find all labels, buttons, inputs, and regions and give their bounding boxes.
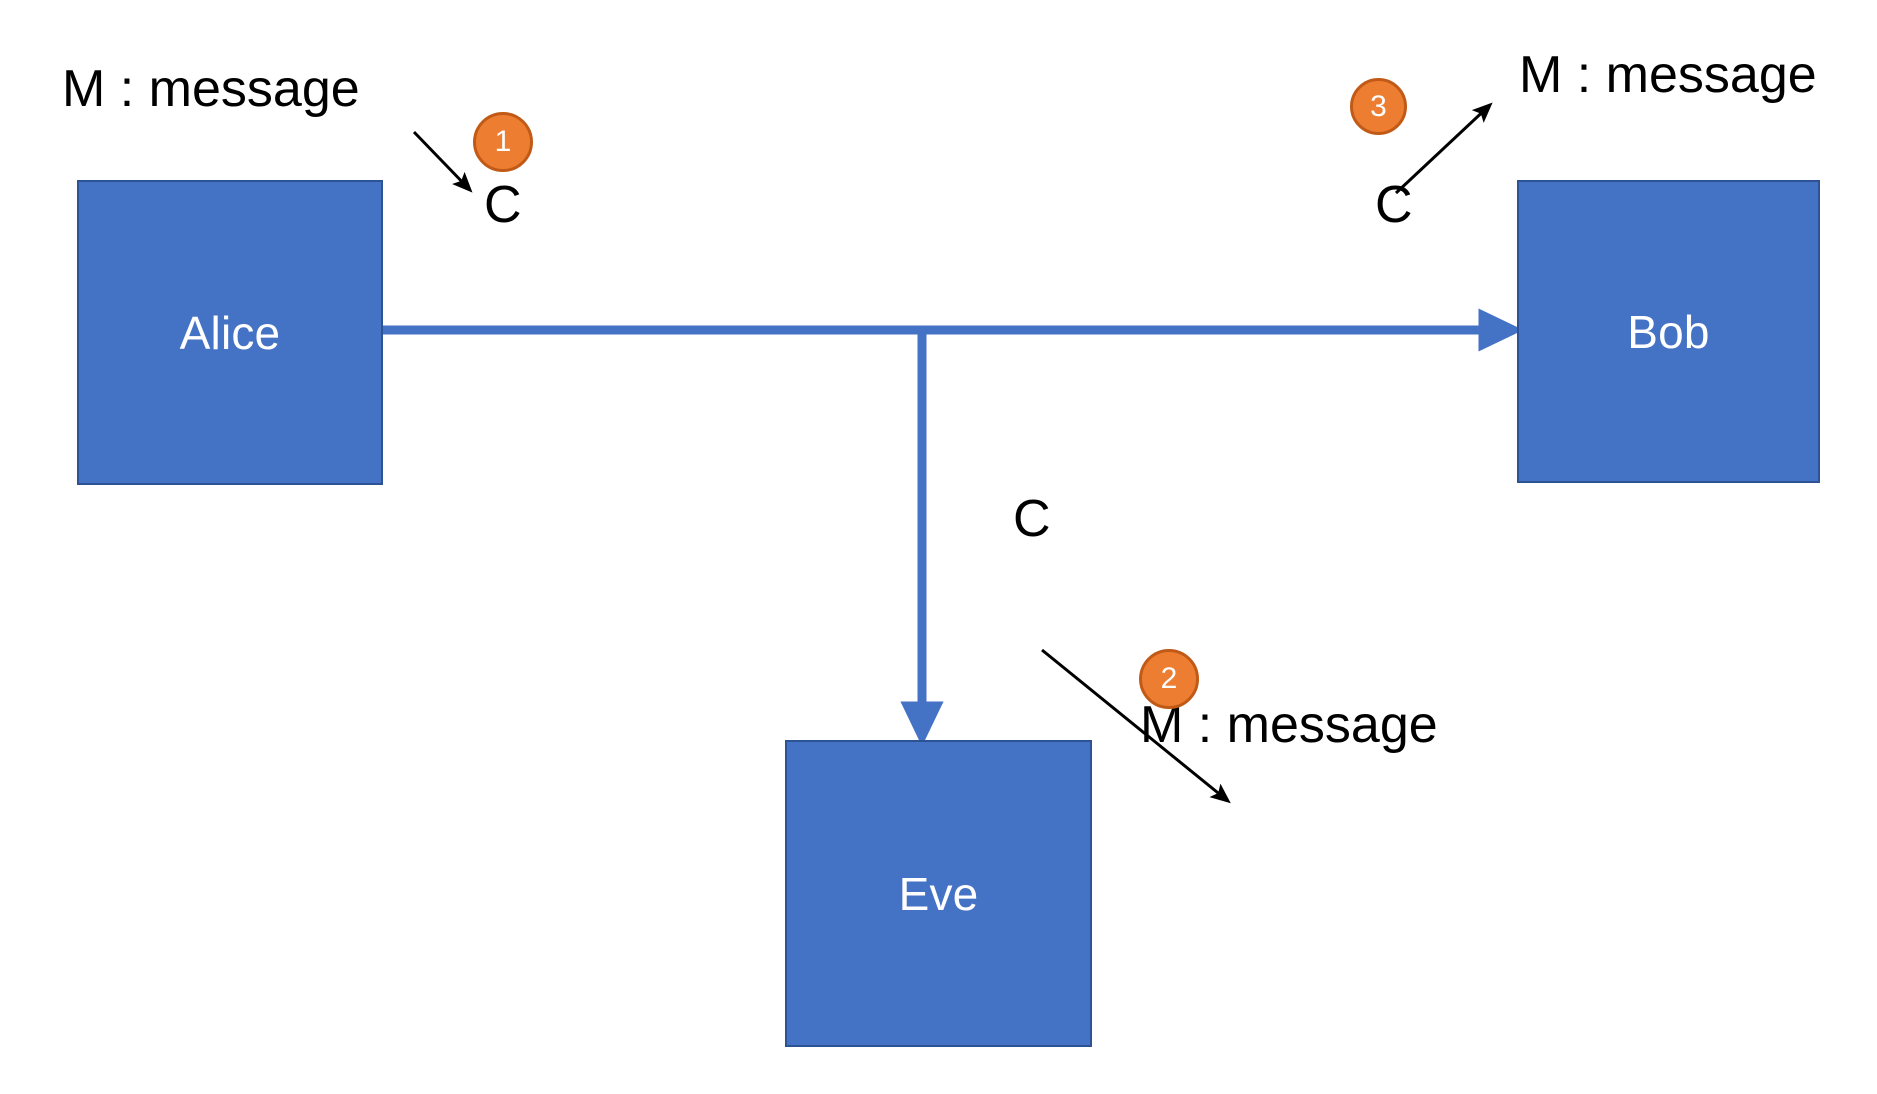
step-badge-3[interactable]: 3 [1350,78,1407,135]
annotation-cipher-left: C [484,176,522,234]
annotation-message-bottom: M : message [1140,696,1438,754]
step-badge-2[interactable]: 2 [1139,649,1199,709]
node-alice-label: Alice [179,306,281,359]
step-badge-3-label: 3 [1370,89,1387,123]
annotation-message-top-left: M : message [62,60,360,118]
node-eve[interactable]: Eve [785,740,1092,1047]
node-eve-label: Eve [898,867,979,920]
connector-decrypt-arrow-right [1394,102,1493,195]
step-badge-1-label: 1 [494,125,512,158]
node-bob[interactable]: Bob [1517,180,1820,483]
node-bob-label: Bob [1627,305,1710,358]
connector-decrypt-arrow-eve [1041,648,1231,804]
annotation-message-top-right: M : message [1519,46,1817,104]
annotation-cipher-bottom: C [1013,490,1051,548]
annotation-cipher-right: C [1375,176,1413,234]
step-badge-2-label: 2 [1160,662,1178,695]
connector-encrypt-arrow-left [412,130,473,193]
node-alice[interactable]: Alice [77,180,383,485]
step-badge-1[interactable]: 1 [473,112,533,172]
